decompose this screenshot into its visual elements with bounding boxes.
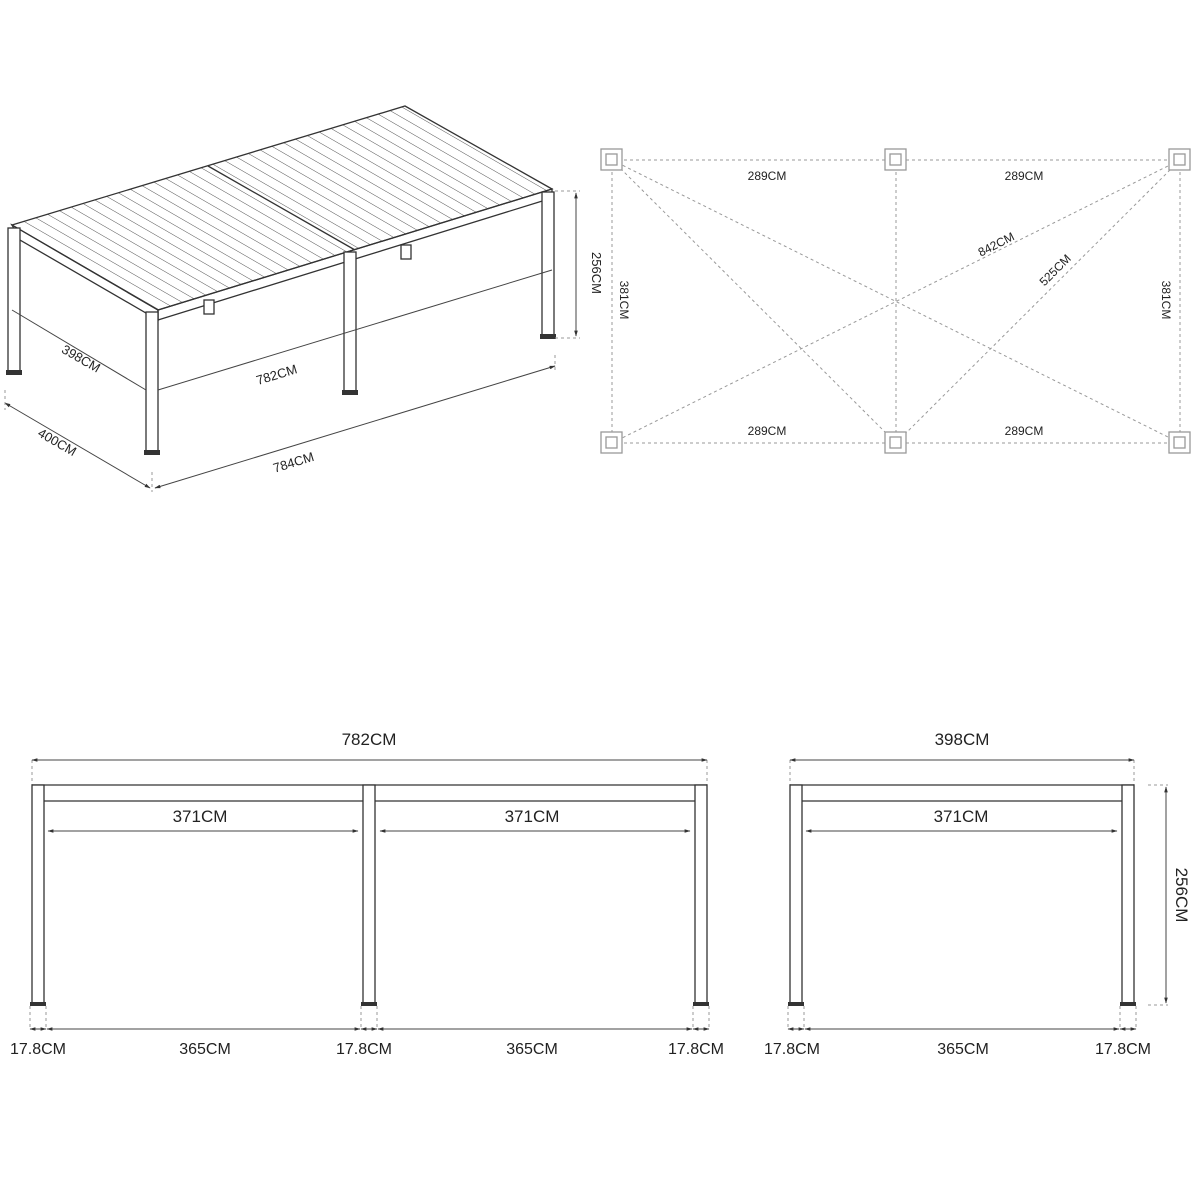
side-gap: 365CM — [937, 1041, 989, 1058]
plan-left-side: 381CM — [617, 281, 631, 320]
front-left-beam-span: 371CM — [173, 807, 228, 826]
front-post-left-width: 17.8CM — [10, 1041, 66, 1058]
front-right-beam-span: 371CM — [505, 807, 560, 826]
side-height: 256CM — [1172, 868, 1191, 923]
iso-depth-inner-label: 398CM — [59, 342, 103, 376]
post-front-left — [7, 227, 21, 375]
side-post-left-width: 17.8CM — [764, 1041, 820, 1058]
side-beam-span: 371CM — [934, 807, 989, 826]
front-overall-width: 782CM — [342, 730, 397, 749]
plan-long-diagonal: 842CM — [976, 229, 1017, 259]
front-post-right — [694, 784, 708, 1004]
front-view: 782CM 371CM 371CM 17.8CM 365CM 17.8CM 36… — [10, 730, 724, 1058]
plan-top-left-span: 289CM — [748, 169, 787, 183]
front-post-right-width: 17.8CM — [668, 1041, 724, 1058]
side-post-left — [789, 784, 803, 1004]
post-front-middle — [343, 251, 357, 395]
side-view: 398CM 371CM 256CM 17.8CM 365CM 17.8CM — [764, 730, 1191, 1058]
side-post-right-width: 17.8CM — [1095, 1041, 1151, 1058]
plan-top-right-span: 289CM — [1005, 169, 1044, 183]
iso-length-inner-label: 782CM — [254, 361, 298, 388]
front-post-left — [31, 784, 45, 1004]
front-post-middle-width: 17.8CM — [336, 1041, 392, 1058]
isometric-view: 398CM 782CM 400CM 784CM 256CM — [4, 105, 604, 492]
iso-depth-outer-label: 400CM — [35, 425, 79, 459]
post-front-corner — [145, 311, 159, 455]
front-gap-left: 365CM — [179, 1041, 231, 1058]
front-gap-right: 365CM — [506, 1041, 558, 1058]
iso-height-label: 256CM — [589, 252, 604, 294]
plan-right-side: 381CM — [1159, 281, 1173, 320]
plan-short-diagonal: 525CM — [1037, 252, 1074, 289]
plan-bottom-left-span: 289CM — [748, 424, 787, 438]
plan-view: 289CM 289CM 289CM 289CM 381CM 381CM 842C… — [600, 148, 1191, 454]
iso-length-outer-label: 784CM — [271, 449, 315, 476]
plan-bottom-right-span: 289CM — [1005, 424, 1044, 438]
front-post-middle — [362, 784, 376, 1004]
side-overall-width: 398CM — [935, 730, 990, 749]
post-right-corner — [541, 191, 555, 339]
side-post-right — [1121, 784, 1135, 1004]
